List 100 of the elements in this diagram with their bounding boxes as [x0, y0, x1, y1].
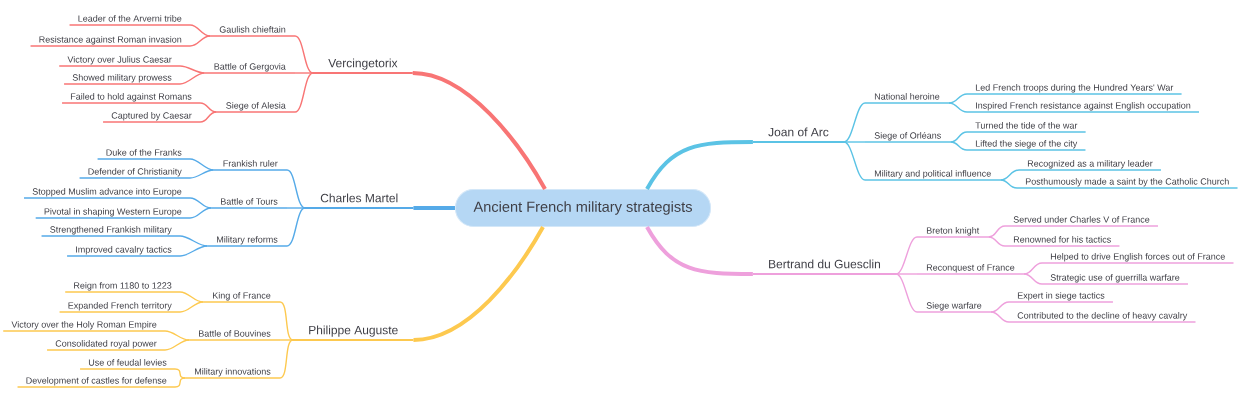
detail-label: Consolidated royal power [46, 340, 166, 351]
branch-connector [174, 377, 186, 388]
branch-connector [189, 169, 215, 179]
detail-label: Helped to drive English forces out of France [1041, 253, 1235, 264]
detail-label: Defender of Christianity [78, 168, 191, 179]
branch-connector [189, 158, 215, 171]
main-topic-label: Charles Martel [304, 193, 415, 209]
branch-connector [294, 72, 314, 113]
subtopic-label: National heroine [864, 93, 950, 104]
subtopic-label: Gaulish chieftain [209, 26, 296, 37]
branch-connector [843, 102, 866, 143]
branch-connector [843, 141, 866, 181]
branch-connector [286, 207, 306, 209]
subtopic-label: Siege of Alesia [215, 102, 296, 113]
subtopic-label: Military innovations [184, 368, 281, 379]
branch-connector [179, 65, 206, 74]
branch-connector [294, 35, 314, 74]
main-topic-label: Vercingetorix [312, 58, 414, 74]
branch-connector [645, 225, 753, 276]
detail-label: Turned the tide of the war [966, 122, 1087, 133]
branch-connector [164, 330, 190, 341]
detail-label: Lifted the siege of the city [966, 140, 1087, 151]
branch-connector [895, 273, 918, 313]
detail-label: Resistance against Roman invasion [29, 36, 191, 47]
main-topic-label: Joan of Arc [751, 127, 845, 143]
branch-connector [645, 140, 753, 191]
branch-connector [895, 273, 918, 275]
main-topic-label: Philippe Auguste [292, 325, 415, 341]
detail-label: Posthumously made a saint by the Catholic Church [1016, 178, 1239, 189]
branch-connector [189, 24, 211, 37]
branch-connector [413, 206, 455, 210]
subtopic-label: Battle of Bouvines [188, 330, 281, 341]
subtopic-label: King of France [202, 292, 281, 303]
branch-connector [990, 311, 1010, 323]
branch-connector [179, 235, 208, 247]
detail-label: Duke of the Franks [96, 149, 191, 160]
subtopic-label: Military and political influence [864, 170, 1002, 181]
branch-connector [1023, 273, 1043, 285]
subtopic-label: Frankish ruler [212, 160, 288, 171]
branch-connector [179, 72, 206, 85]
subtopic-label: Breton knight [916, 227, 990, 238]
branch-connector [1023, 262, 1043, 275]
detail-label: Victory over Julius Caesar [58, 56, 181, 67]
detail-label: Improved cavalry tactics [66, 246, 181, 257]
main-topic-label: Bertrand du Guesclin [751, 259, 897, 275]
detail-label: Expanded French territory [58, 302, 181, 313]
detail-label: Reign from 1180 to 1223 [64, 282, 181, 293]
detail-label: Led French troops during the Hundred Years' War [966, 84, 1183, 95]
branch-connector [179, 301, 204, 313]
branch-connector [948, 102, 968, 113]
subtopic-label: Battle of Tours [210, 198, 288, 209]
branch-connector [189, 207, 212, 219]
branch-connector [279, 339, 294, 379]
branch-connector [949, 141, 968, 151]
detail-label: Strengthened Frankish military [40, 226, 181, 237]
central-topic: Ancient French military strategists [454, 189, 712, 227]
detail-label: Captured by Caesar [102, 112, 201, 123]
detail-label: Served under Charles V of France [1004, 216, 1159, 227]
branch-connector [987, 225, 1006, 238]
subtopic-label: Reconquest of France [916, 264, 1025, 275]
detail-label: Leader of the Arverni tribe [68, 15, 191, 26]
subtopic-label: Military reforms [206, 236, 288, 247]
branch-connector [286, 207, 306, 247]
branch-connector [999, 169, 1020, 181]
subtopic-label: Siege of Orléans [864, 131, 952, 143]
detail-label: Strategic use of guerrilla warfare [1041, 274, 1189, 285]
branch-connector [189, 197, 212, 209]
detail-label: Stopped Muslim advance into Europe [23, 188, 191, 199]
detail-label: Contributed to the decline of heavy cavalry [1008, 312, 1197, 323]
detail-label: Renowned for his tactics [1004, 236, 1121, 247]
branch-connector [843, 141, 866, 143]
detail-label: Expert in siege tactics [1008, 292, 1114, 303]
branch-connector [279, 339, 294, 341]
branch-connector [294, 72, 314, 74]
branch-connector [990, 301, 1010, 313]
branch-connector [179, 291, 204, 303]
branch-connector [164, 339, 190, 351]
branch-connector [286, 169, 306, 209]
branch-connector [895, 236, 918, 275]
detail-label: Recognized as a military leader [1018, 160, 1162, 171]
subtopic-label: Siege warfare [916, 302, 992, 313]
branch-connector [189, 35, 211, 47]
branch-connector [987, 236, 1006, 247]
branch-connector [999, 179, 1018, 189]
branch-connector [413, 226, 545, 342]
detail-label: Use of feudal levies [79, 359, 176, 370]
detail-label: Development of castles for defense [16, 377, 176, 388]
branch-connector [279, 301, 294, 341]
branch-connector [412, 71, 547, 190]
branch-connector [199, 111, 218, 123]
subtopic-label: Battle of Gergovia [203, 63, 296, 74]
branch-connector [174, 368, 186, 379]
detail-label: Pivotal in shaping Western Europe [35, 208, 191, 219]
detail-label: Victory over the Holy Roman Empire [2, 321, 166, 332]
branch-connector [949, 131, 968, 143]
branch-connector [179, 245, 208, 257]
branch-connector [199, 102, 218, 113]
detail-label: Inspired French resistance against English occupation [966, 102, 1200, 113]
detail-label: Showed military prowess [63, 74, 181, 85]
detail-label: Failed to hold against Romans [61, 93, 201, 104]
